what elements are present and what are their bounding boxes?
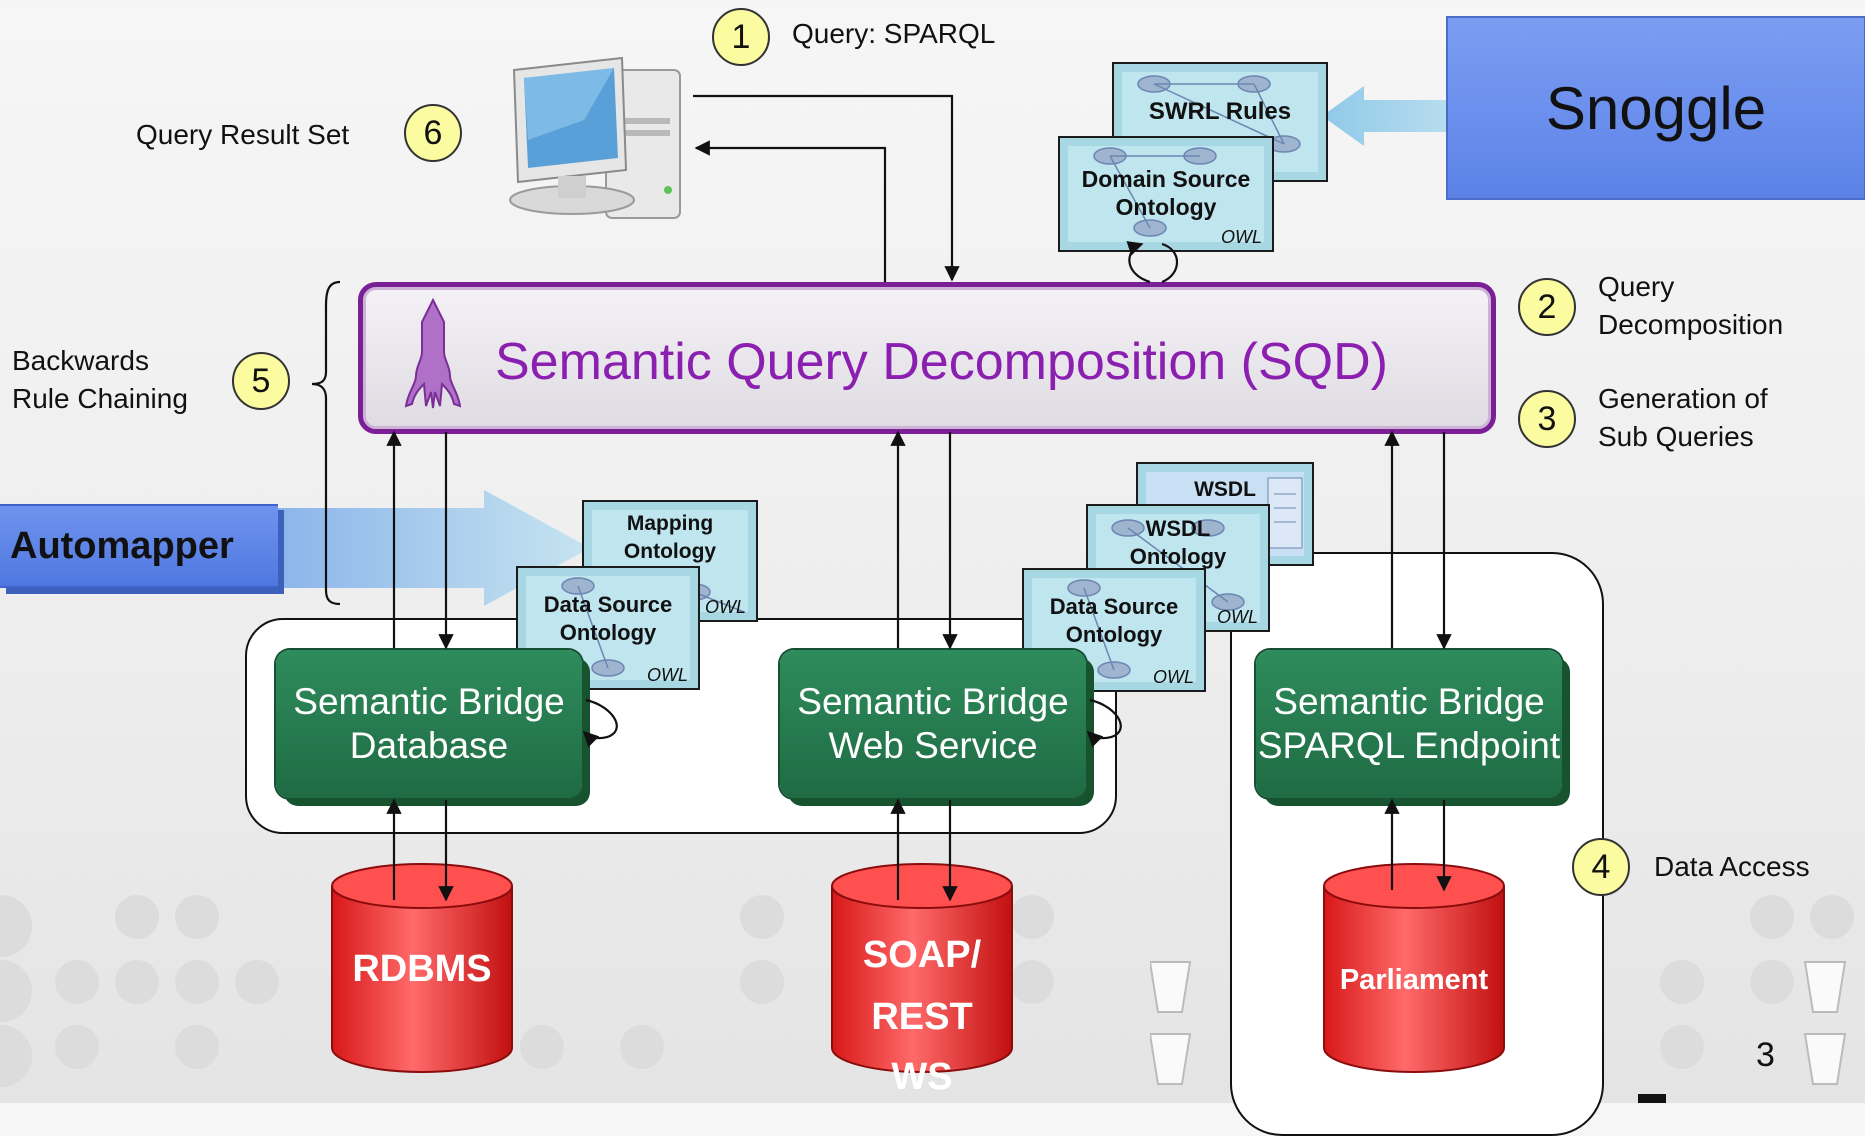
domain-title-line2: Ontology [1115, 194, 1217, 220]
rdbms-cylinder [331, 863, 513, 1073]
page-number: 3 [1756, 1036, 1775, 1074]
step-badge-6: 6 [404, 104, 462, 162]
wsdl-onto-owl-tag: OWL [1216, 607, 1258, 627]
wsdl-onto-title-line1: WSDL [1145, 516, 1211, 541]
step-2-label-line2: Decomposition [1598, 309, 1784, 340]
soap-rest-cylinder [831, 863, 1013, 1073]
wsdl-doc-title: WSDL [1194, 478, 1256, 501]
data-source-ontology-db: Data Source Ontology OWL [516, 566, 700, 690]
step-3-label-line2: Sub Queries [1598, 421, 1754, 452]
step-badge-3: 3 [1518, 390, 1576, 448]
ds-ws-title-line2: Ontology [1065, 622, 1163, 647]
bridge-ws-line2: Web Service [828, 725, 1038, 766]
computer-icon [509, 56, 681, 219]
step-badge-4: 4 [1572, 838, 1630, 896]
step-4-label: Data Access [1654, 851, 1810, 882]
sqd-box [358, 282, 1496, 434]
domain-title-line1: Domain Source [1081, 166, 1251, 192]
mapping-title-line2: Ontology [623, 540, 717, 563]
snoggle-arrow [1322, 86, 1452, 146]
ds-db-title-line2: Ontology [559, 620, 657, 645]
step-1-label: Query: SPARQL [792, 18, 996, 49]
rdbms-label: RDBMS [352, 948, 492, 990]
bridge-db-line1: Semantic Bridge [293, 681, 565, 722]
squid-icon [404, 297, 462, 409]
parliament-label: Parliament [1339, 964, 1489, 996]
snoggle-box: Snoggle [1446, 16, 1865, 200]
step-badge-1: 1 [712, 8, 770, 66]
sqd-title: Semantic Query Decomposition (SQD) [495, 333, 1388, 391]
bridge-sparql-line2: SPARQL Endpoint [1257, 725, 1561, 766]
decorative-funnels [1150, 961, 1847, 1103]
mapping-owl-tag: OWL [704, 597, 746, 617]
soap-label-line2: REST [871, 996, 973, 1038]
step-badge-5: 5 [232, 352, 290, 410]
automapper-arrow [270, 490, 590, 606]
parliament-cylinder [1323, 863, 1505, 1073]
soap-label-line3: WS [891, 1056, 953, 1098]
soap-label-line1: SOAP/ [862, 934, 982, 976]
step-5-label-line2: Rule Chaining [12, 383, 188, 414]
swrl-title: SWRL Rules [1148, 98, 1292, 125]
step-6-label: Query Result Set [136, 119, 350, 150]
bridge-db-line2: Database [349, 725, 509, 766]
automapper-box: Automapper [0, 504, 278, 588]
wsdl-onto-title-line2: Ontology [1129, 544, 1227, 569]
ds-db-title-line1: Data Source [543, 592, 673, 617]
bridge-ws-line1: Semantic Bridge [797, 681, 1069, 722]
mapping-title-line1: Mapping [626, 512, 714, 535]
connector-arrows [311, 94, 1452, 902]
domain-source-ontology: Domain Source Ontology OWL [1058, 136, 1274, 252]
bridge-sparql-line1: Semantic Bridge [1273, 681, 1545, 722]
ds-ws-title-line1: Data Source [1049, 594, 1179, 619]
step-2-label-line1: Query [1598, 271, 1675, 302]
step-3-label-line1: Generation of [1598, 383, 1768, 414]
ds-ws-owl-tag: OWL [1152, 667, 1194, 687]
domain-owl-tag: OWL [1220, 227, 1262, 247]
ds-db-owl-tag: OWL [646, 665, 688, 685]
step-5-label-line1: Backwards [12, 345, 149, 376]
step-badge-2: 2 [1518, 278, 1576, 336]
